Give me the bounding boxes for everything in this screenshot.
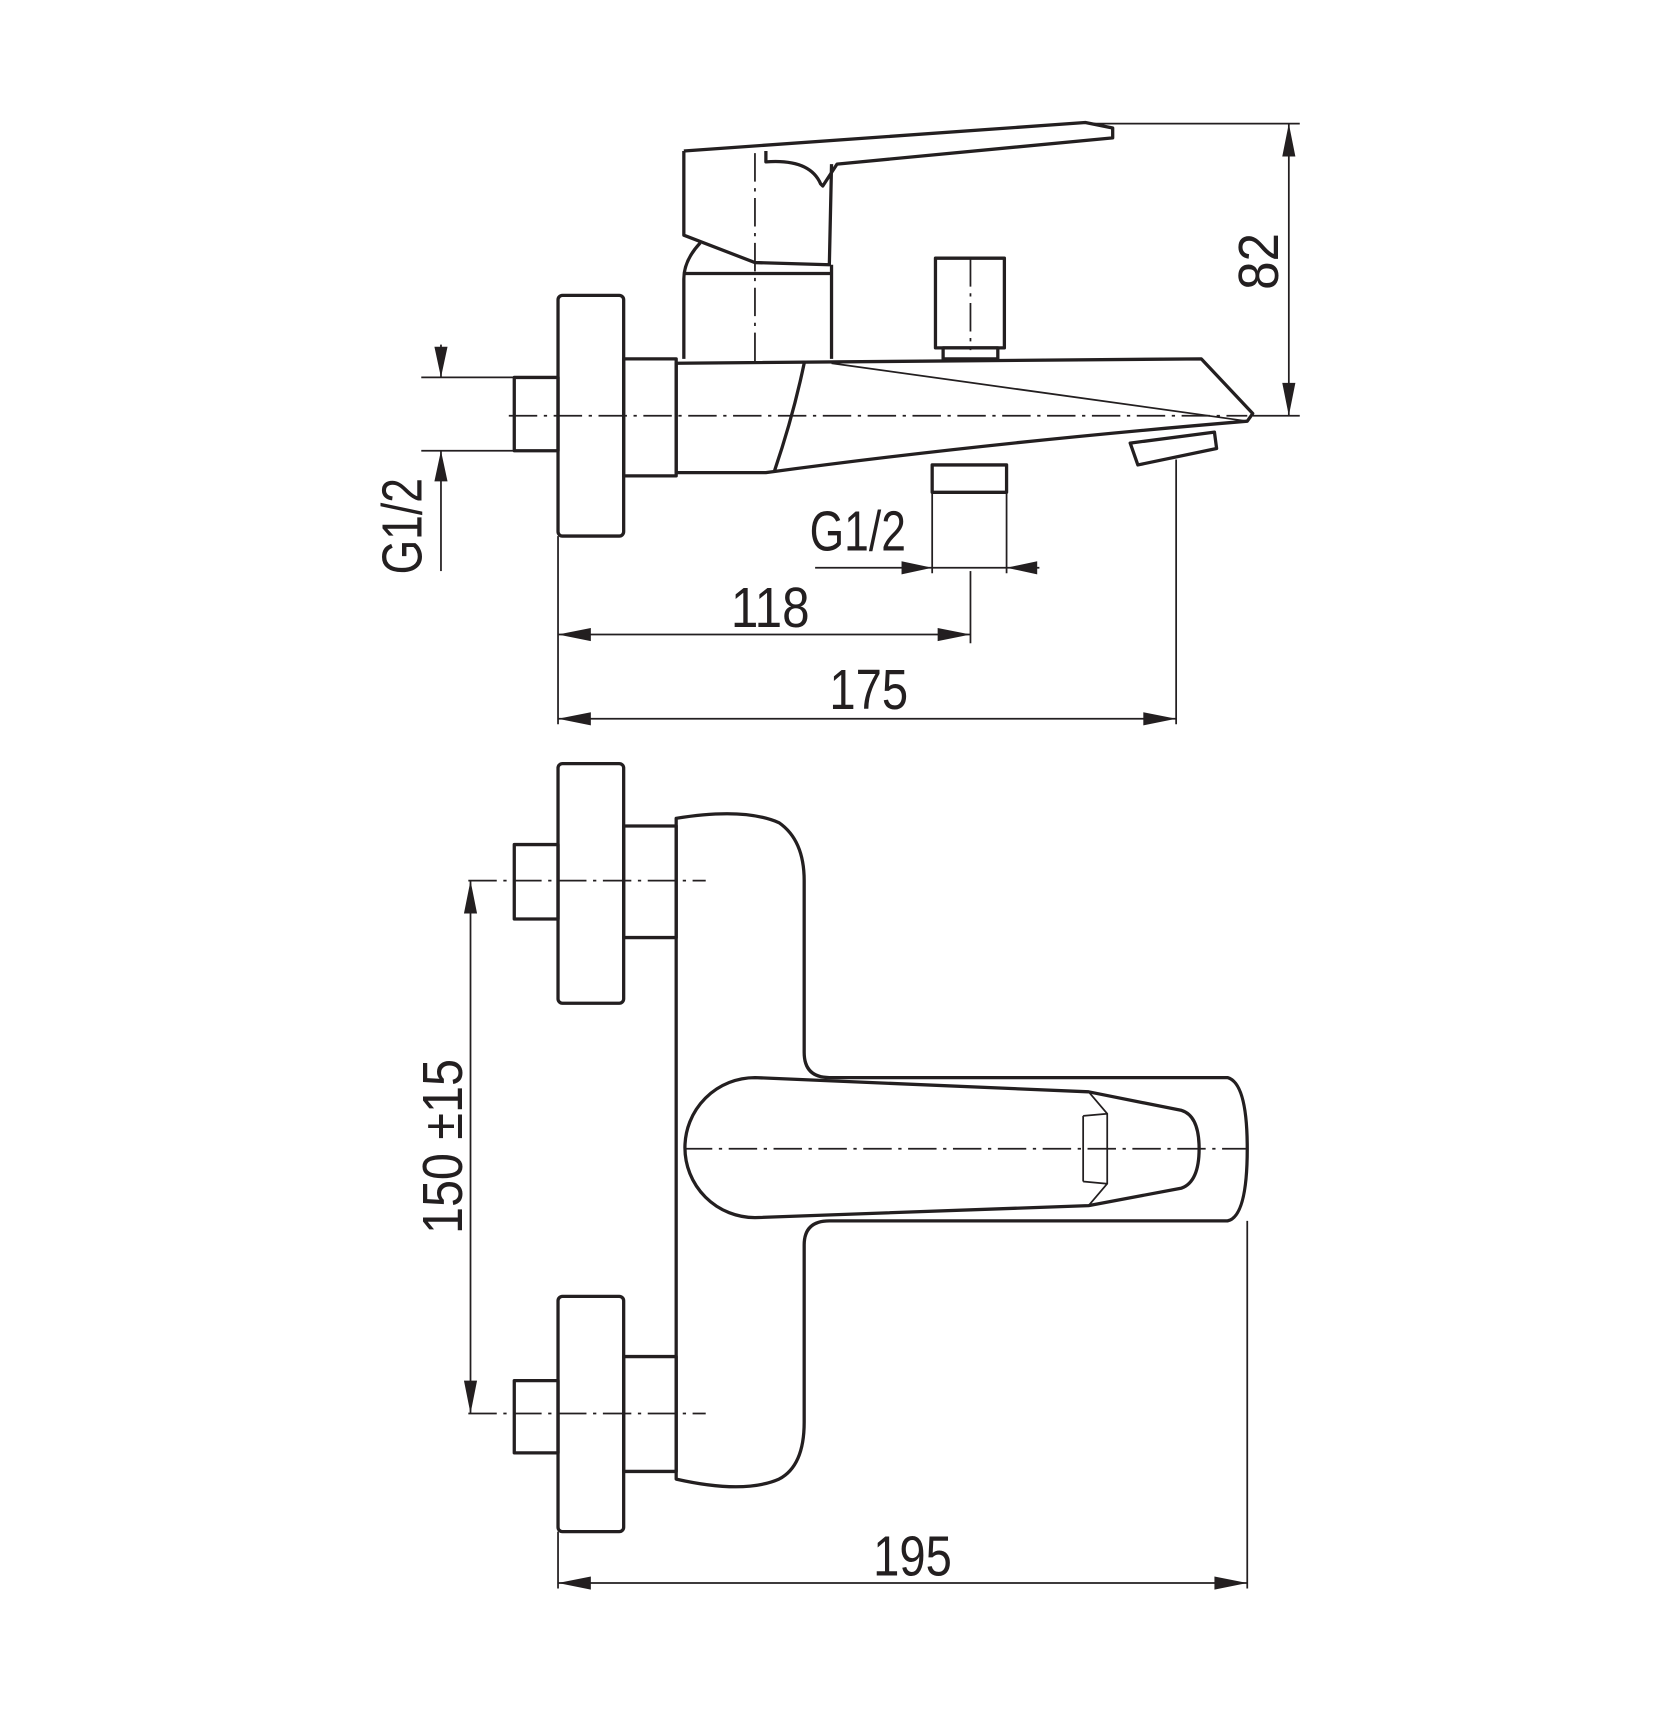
bottom-outlet — [930, 463, 1009, 494]
body-facet — [773, 362, 806, 471]
inlet-thread-top — [512, 842, 560, 921]
wall-flange-top — [556, 761, 626, 1005]
arrowheads — [434, 346, 448, 482]
arrowheads — [1282, 123, 1296, 416]
arrowheads — [901, 561, 1038, 575]
height-dimension-label: 82 — [1228, 233, 1291, 290]
aerator — [1128, 430, 1219, 467]
spout-body — [674, 357, 1255, 475]
spout-facet — [831, 362, 1248, 423]
connector-nut-top — [622, 824, 678, 940]
lever-handle — [683, 120, 1115, 188]
connector-nut — [622, 357, 678, 478]
mixer-body — [674, 812, 1249, 1489]
handle-neck — [682, 241, 834, 359]
inlet-thread-label: G1/2 — [371, 478, 434, 574]
depth-dimension-label: 175 — [829, 659, 908, 722]
outlet-distance-label: 118 — [731, 577, 810, 640]
inlet-thread — [512, 375, 560, 453]
inlet-spacing-label: 150 ±15 — [412, 1059, 475, 1234]
outlet-thread-label: G1/2 — [810, 500, 906, 563]
lever-top-view — [683, 1075, 1201, 1220]
inlet-thread-bottom — [512, 1378, 560, 1455]
width-dimension-label: 195 — [873, 1525, 952, 1588]
front-view: 150 ±15 195 — [412, 761, 1249, 1590]
side-view: 82 G1/2 G1/2 118 175 — [371, 120, 1300, 726]
